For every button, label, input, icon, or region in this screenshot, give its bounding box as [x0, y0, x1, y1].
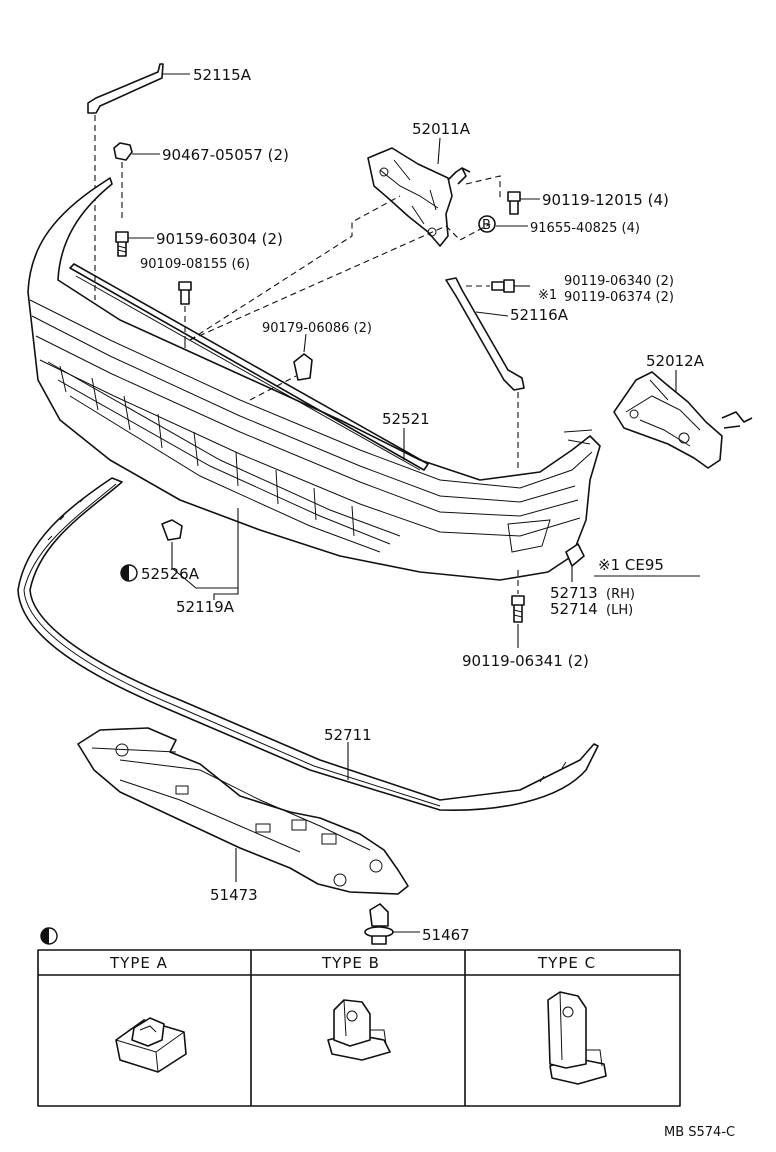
label-rh: (RH)	[606, 587, 635, 602]
type-c-clip-drawing	[547, 991, 607, 1085]
label-52526A: 52526A	[141, 565, 200, 583]
label-90119-12015: 90119-12015 (4)	[542, 191, 669, 209]
half-filled-circle-icon	[120, 564, 138, 582]
label-90179-06086: 90179-06086 (2)	[262, 321, 372, 336]
label-51473: 51473	[210, 886, 258, 904]
part-52713-cover	[565, 543, 585, 582]
label-52119A: 52119A	[176, 598, 235, 616]
part-52012A-bracket	[613, 370, 753, 469]
label-lh: (LH)	[606, 603, 633, 618]
type-a-header: TYPE A	[109, 954, 168, 972]
label-ce95: ※1 CE95	[598, 556, 664, 574]
part-90159-screw	[115, 162, 154, 257]
type-c-header: TYPE C	[537, 954, 596, 972]
part-90467-clip	[113, 142, 160, 161]
part-52011A-bracket	[367, 137, 501, 247]
label-52115A: 52115A	[193, 66, 252, 84]
type-a-clip-drawing	[115, 1017, 187, 1073]
circle-letter-b-icon: B	[478, 215, 496, 233]
label-90109-08155: 90109-08155 (6)	[140, 257, 250, 272]
label-52711: 52711	[324, 726, 372, 744]
part-52711-molding	[17, 477, 599, 812]
part-51467-clip	[364, 903, 420, 945]
label-51467: 51467	[422, 926, 470, 944]
part-52116A-stay	[445, 277, 525, 470]
label-52714: 52714	[550, 600, 598, 618]
label-52011A: 52011A	[412, 120, 471, 138]
clip-type-table	[37, 949, 681, 1107]
type-b-clip-drawing	[327, 999, 391, 1061]
label-52713: 52713	[550, 584, 598, 602]
type-b-header: TYPE B	[321, 954, 380, 972]
part-90119-06341-bolt	[511, 570, 525, 648]
part-90179-clip	[293, 333, 313, 381]
label-90119-06341: 90119-06341 (2)	[462, 652, 589, 670]
part-90119-12015-bolt	[507, 191, 540, 215]
part-52119A-bumper-cover	[27, 177, 601, 600]
label-90159-60304: 90159-60304 (2)	[156, 230, 283, 248]
svg-text:B: B	[482, 218, 491, 233]
part-52526A-clip	[161, 519, 214, 589]
label-52012A: 52012A	[646, 352, 705, 370]
dashed-guide-lines	[184, 195, 447, 401]
label-91655-40825: 91655-40825 (4)	[530, 221, 640, 236]
footer-code: MB S574-C	[664, 1125, 735, 1140]
label-90467-05057: 90467-05057 (2)	[162, 146, 289, 164]
label-52116A: 52116A	[510, 306, 569, 324]
label-note-mark: ※1	[538, 288, 557, 303]
label-90119-06340: 90119-06340 (2)	[564, 274, 674, 289]
part-90119-06340-bolt	[466, 279, 530, 293]
half-filled-circle-icon	[40, 927, 58, 945]
label-90119-06374: 90119-06374 (2)	[564, 290, 674, 305]
part-52115A-bracket	[87, 63, 190, 300]
label-52521: 52521	[382, 410, 430, 428]
part-90109-bolt	[178, 281, 192, 342]
part-51473-undercover	[77, 727, 409, 895]
